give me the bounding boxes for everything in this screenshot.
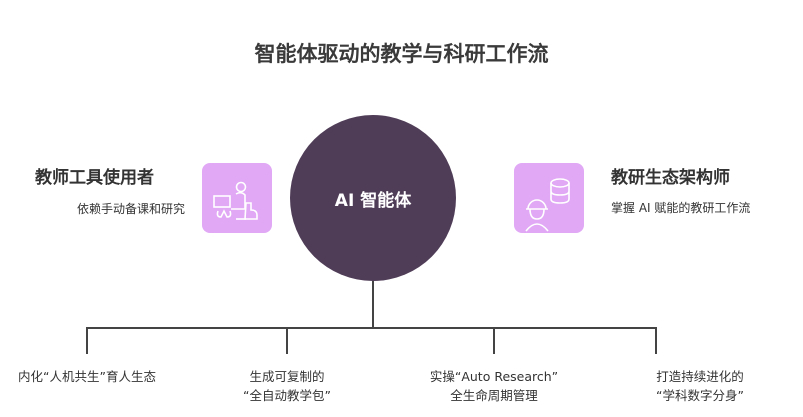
- branch-text: 内化“人机共生”育人生态: [18, 369, 156, 384]
- connector-drop: [655, 327, 657, 354]
- branch-text: 实操“Auto Research”: [429, 369, 559, 384]
- connector-trunk: [372, 281, 374, 329]
- teacher-laptop-icon: [202, 163, 272, 233]
- branch-item: 内化“人机共生”育人生态: [0, 367, 187, 386]
- connector-bar: [86, 327, 657, 329]
- diagram-title: 智能体驱动的教学与科研工作流: [254, 42, 549, 66]
- center-label: AI 智能体: [334, 190, 412, 211]
- connector-drop: [286, 327, 288, 354]
- branch-text: “学科数字分身”: [656, 388, 744, 403]
- connector-drop: [86, 327, 88, 354]
- branch-item: 生成可复制的 “全自动教学包”: [187, 367, 387, 405]
- branch-text: 打造持续进化的: [656, 369, 744, 384]
- right-desc: 掌握 AI 赋能的教研工作流: [611, 201, 751, 215]
- branch-text: 全生命周期管理: [450, 388, 538, 403]
- branch-item: 打造持续进化的 “学科数字分身”: [600, 367, 800, 405]
- branch-item: 实操“Auto Research” 全生命周期管理: [394, 367, 594, 405]
- branch-text: 生成可复制的: [249, 369, 325, 384]
- center-node: AI 智能体: [290, 115, 456, 281]
- engineer-database-icon: [514, 163, 584, 233]
- left-heading: 教师工具使用者: [35, 168, 154, 188]
- right-heading: 教研生态架构师: [611, 168, 730, 188]
- connector-drop: [493, 327, 495, 354]
- left-desc: 依赖手动备课和研究: [76, 202, 185, 216]
- branch-text: “全自动教学包”: [243, 388, 331, 403]
